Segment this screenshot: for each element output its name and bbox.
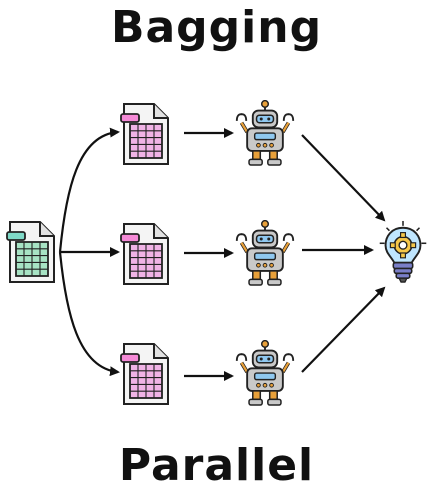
robot-icon	[234, 220, 296, 287]
spreadsheet-file-icon	[120, 343, 169, 405]
branch-arrow-top	[58, 127, 120, 253]
diagram-footer: Parallel	[118, 440, 315, 491]
spreadsheet-file-icon	[120, 103, 169, 165]
model-to-aggregate-arrow-top	[301, 134, 386, 222]
spreadsheet-file-icon	[120, 223, 169, 285]
spreadsheet-file-icon	[6, 221, 55, 283]
model-to-aggregate-arrow-bottom	[301, 286, 386, 373]
branch-arrow-bottom	[58, 251, 120, 377]
robot-icon	[234, 100, 296, 167]
robot-icon	[234, 340, 296, 407]
diagram-title: Bagging	[110, 2, 323, 53]
lightbulb-gear-icon	[378, 220, 428, 284]
